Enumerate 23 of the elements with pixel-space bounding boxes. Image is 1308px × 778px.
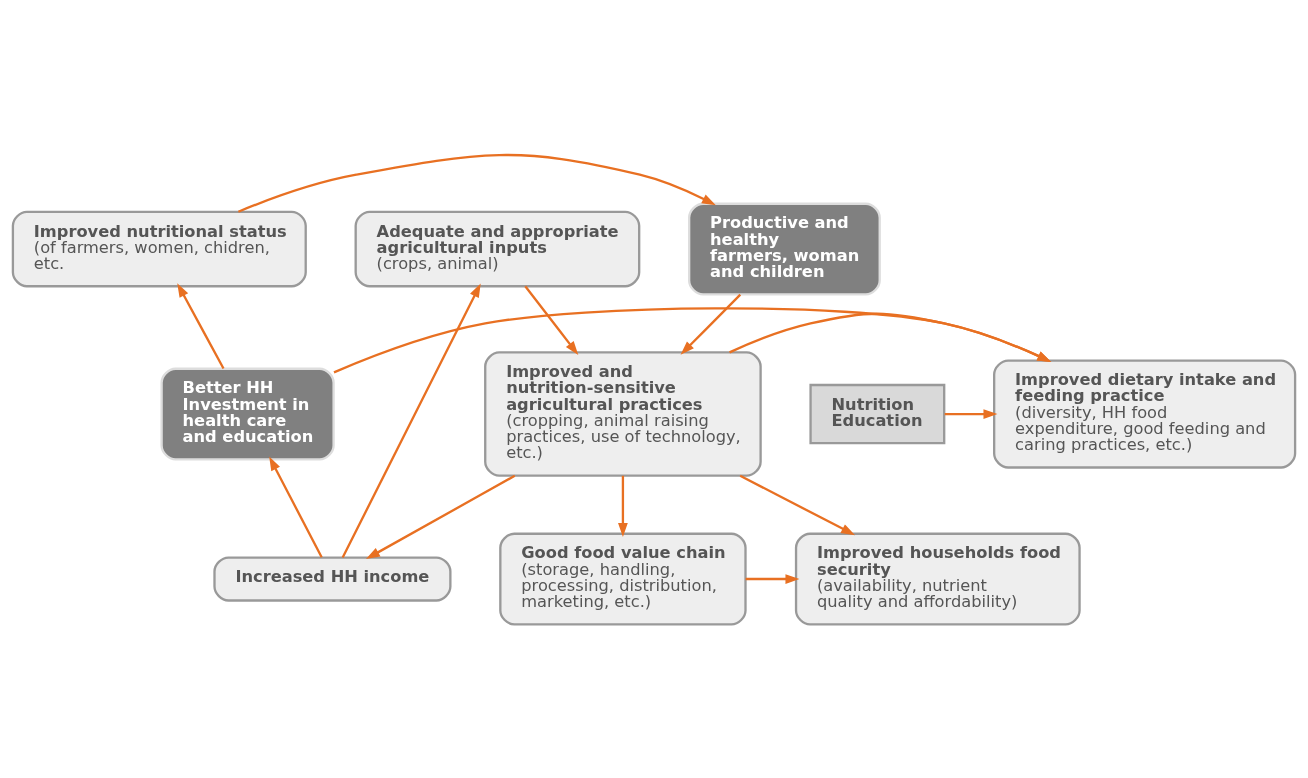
node-box: Better HH Investment in health care and education [160, 367, 335, 461]
arrow [944, 408, 998, 419]
node-box: Adequate and appropriate agricultural inputs (crops, animal) [354, 210, 641, 287]
arrow [237, 153, 716, 213]
arrow [729, 312, 1052, 362]
node-box: Improved nutritional status (of farmers, women, chidren, etc. [11, 210, 307, 287]
node-box: Nutrition Education [809, 383, 946, 444]
node-box: Good food value chain (storage, handling, processing, distribution, marketing, etc.) [499, 532, 747, 625]
arrow [739, 474, 856, 535]
arrow [365, 474, 516, 559]
arrow [341, 282, 481, 558]
arrow [618, 475, 628, 537]
arrow [269, 456, 323, 558]
arrow [524, 285, 579, 355]
arrow [680, 293, 742, 355]
arrow [745, 573, 800, 584]
node-box: Improved households food security (availability, nutrient quality and affordability) [794, 532, 1081, 625]
node-box: Productive and healthy farmers, woman and children [688, 202, 881, 296]
node-box: Improved and nutrition-sensitive agricultural practices (cropping, animal raising practices, use of technology, etc.) [484, 350, 762, 477]
node-box: Improved dietary intake and feeding practice (diversity, HH food expenditure, good feeding and caring practices, etc.) [993, 358, 1297, 469]
node-box: Increased HH income [213, 555, 452, 602]
arrow [333, 306, 1052, 373]
arrow [177, 282, 225, 369]
